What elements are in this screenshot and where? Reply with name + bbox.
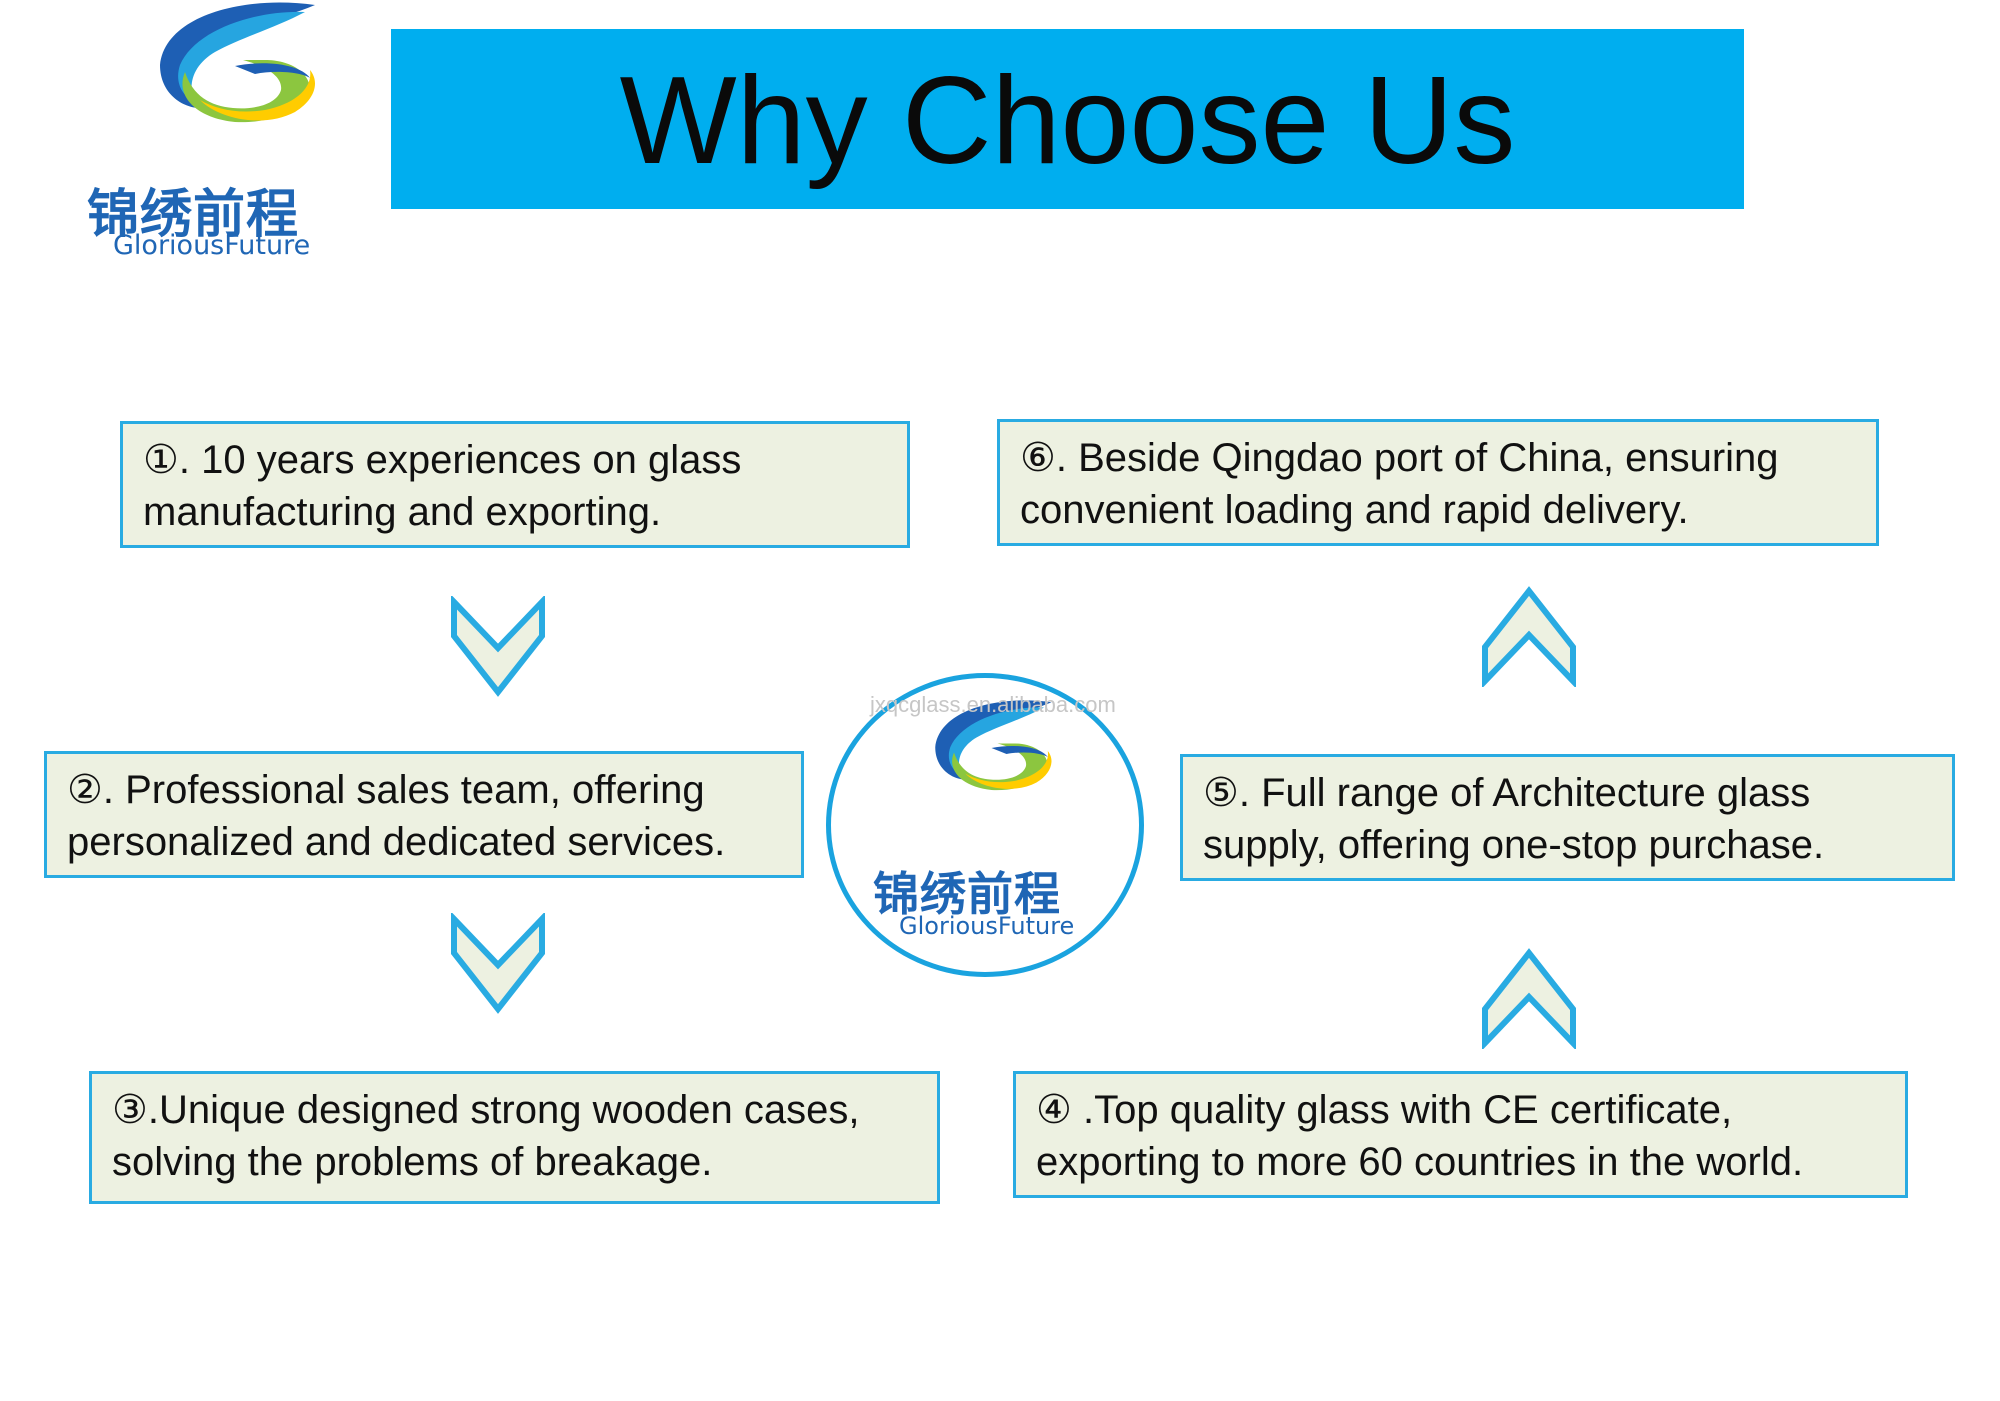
logo-english-name: GloriousFuture <box>113 230 311 261</box>
feature-text-6-line1: . Beside Qingdao port of China, ensuring <box>1055 436 1779 480</box>
feature-number-2: ② <box>67 768 103 812</box>
feature-text-5-line2: supply, offering one-stop purchase. <box>1203 823 1825 867</box>
company-logo: 锦绣前程 GloriousFuture <box>85 0 355 265</box>
feature-text-4-line2: exporting to more 60 countries in the wo… <box>1036 1140 1804 1184</box>
feature-box-6: ⑥. Beside Qingdao port of China, ensurin… <box>997 419 1879 546</box>
chevron-down-icon <box>451 913 545 1014</box>
feature-box-2: ②. Professional sales team, offering per… <box>44 751 804 878</box>
center-logo-circle: 锦绣前程 GloriousFuture <box>826 673 1144 977</box>
feature-text-3-line1: .Unique designed strong wooden cases, <box>147 1088 860 1132</box>
feature-box-1: ①. 10 years experiences on glass manufac… <box>120 421 910 548</box>
watermark: jxqcglass.en.alibaba.com <box>870 692 1116 717</box>
feature-text-4-line1: .Top quality glass with CE certificate, <box>1071 1088 1733 1132</box>
feature-number-5: ⑤ <box>1203 771 1239 815</box>
title-banner: Why Choose Us <box>391 29 1744 209</box>
feature-box-3: ③.Unique designed strong wooden cases, s… <box>89 1071 940 1204</box>
feature-number-6: ⑥ <box>1020 436 1056 480</box>
feature-box-4: ④ .Top quality glass with CE certificate… <box>1013 1071 1908 1198</box>
feature-text-6-line2: convenient loading and rapid delivery. <box>1020 488 1689 532</box>
logo-chinese-name: 锦绣前程 <box>87 185 300 245</box>
feature-text-1-line2: manufacturing and exporting. <box>143 490 662 534</box>
feature-text-2-line2: personalized and dedicated services. <box>67 820 726 864</box>
chevron-up-icon <box>1482 948 1576 1049</box>
feature-text-1-line1: . 10 years experiences on glass <box>178 438 742 482</box>
feature-number-3: ③ <box>112 1088 148 1132</box>
chevron-down-icon <box>451 596 545 697</box>
feature-number-4: ④ <box>1036 1088 1072 1132</box>
feature-text-2-line1: . Professional sales team, offering <box>102 768 705 812</box>
feature-number-1: ① <box>143 438 179 482</box>
feature-text-3-line2: solving the problems of breakage. <box>112 1140 713 1184</box>
center-logo-chinese-name: 锦绣前程 <box>873 867 1061 921</box>
logo-swirl-icon <box>935 700 1052 791</box>
feature-box-5: ⑤. Full range of Architecture glass supp… <box>1180 754 1955 881</box>
center-logo-english-name: GloriousFuture <box>899 912 1075 940</box>
logo-swirl-icon <box>160 2 315 123</box>
feature-text-5-line1: . Full range of Architecture glass <box>1238 771 1811 815</box>
page-title: Why Choose Us <box>619 52 1516 190</box>
chevron-up-icon <box>1482 586 1576 687</box>
